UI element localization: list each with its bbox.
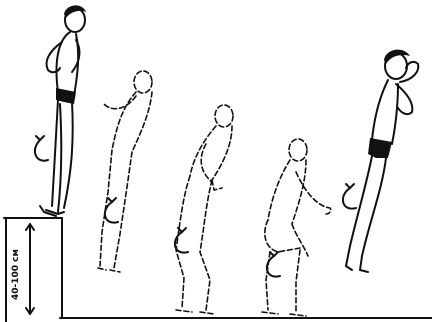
figure-squat [262,139,331,316]
height-measurement: 40-100 см [11,224,34,314]
figure-jumping [343,50,418,272]
figure-dropping [98,71,152,272]
figure-standing [35,5,86,216]
figure-landing [175,105,233,314]
height-label: 40-100 см [11,249,21,300]
